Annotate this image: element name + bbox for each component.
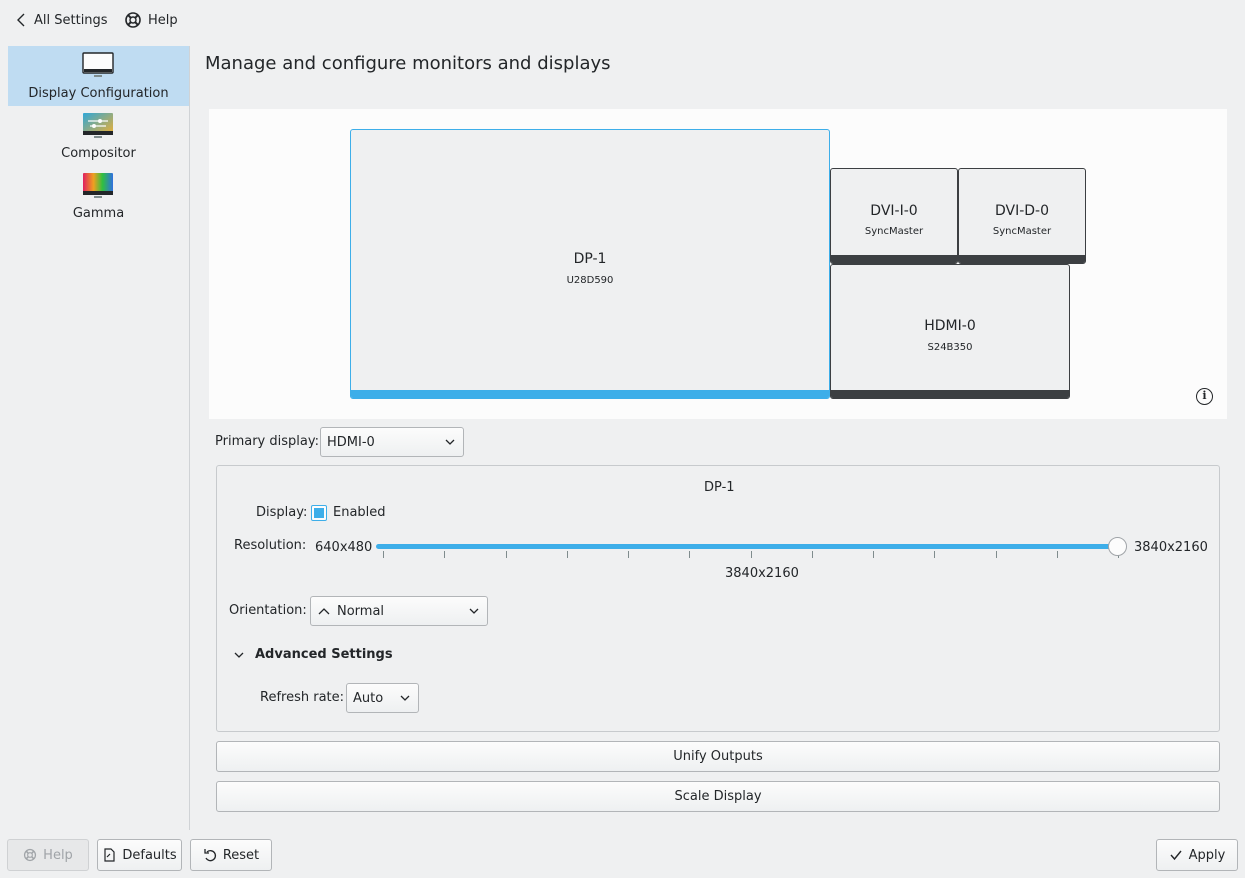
output-model: SyncMaster xyxy=(864,226,924,237)
info-icon[interactable]: i xyxy=(1196,388,1213,405)
output-model: SyncMaster xyxy=(992,226,1052,237)
help-top-label: Help xyxy=(148,12,178,28)
resolution-label: Resolution: xyxy=(234,538,307,553)
output-dvi-d-0[interactable]: DVI-D-0 SyncMaster xyxy=(958,168,1086,264)
reset-button-label: Reset xyxy=(222,847,260,863)
slider-tick xyxy=(566,551,568,558)
slider-tick xyxy=(628,551,629,558)
lifebuoy-icon xyxy=(24,848,37,862)
output-dvi-i-0[interactable]: DVI-I-0 SyncMaster xyxy=(830,168,958,264)
enabled-label[interactable]: Enabled xyxy=(333,505,386,520)
refresh-rate-value: Auto xyxy=(353,690,384,706)
output-bar xyxy=(351,390,829,398)
slider-tick xyxy=(383,551,384,558)
output-name: DP-1 xyxy=(573,251,607,267)
sidebar-item-gamma[interactable]: Gamma xyxy=(8,166,189,226)
chevron-down-icon xyxy=(469,608,479,614)
sidebar-item-compositor[interactable]: Compositor xyxy=(8,106,189,166)
sidebar-item-label: Compositor xyxy=(61,146,136,161)
slider-tick xyxy=(444,551,446,558)
output-name: DVI-I-0 xyxy=(870,203,918,219)
output-name: DVI-D-0 xyxy=(994,203,1050,219)
slider-tick xyxy=(934,551,936,558)
help-top-button[interactable]: Help xyxy=(124,8,178,32)
output-settings-title: DP-1 xyxy=(704,480,735,495)
slider-tick xyxy=(689,551,691,558)
output-dp-1[interactable]: DP-1 U28D590 xyxy=(350,129,830,399)
orientation-label: Orientation: xyxy=(229,603,307,618)
slider-tick xyxy=(505,551,507,558)
slider-tick xyxy=(1056,551,1058,558)
output-model: U28D590 xyxy=(566,275,614,286)
refresh-rate-label: Refresh rate: xyxy=(260,690,345,705)
slider-tick xyxy=(995,551,997,558)
checkbox-fill xyxy=(314,508,324,518)
enabled-checkbox[interactable] xyxy=(311,505,327,521)
compositor-icon xyxy=(83,113,113,138)
rotate-up-icon xyxy=(318,608,330,615)
checkmark-icon xyxy=(1170,850,1182,861)
undo-icon xyxy=(204,849,216,862)
document-revert-icon xyxy=(104,848,115,862)
output-bar xyxy=(959,255,1085,263)
display-label: Display: xyxy=(256,505,308,520)
help-button[interactable]: Help xyxy=(7,839,89,871)
refresh-rate-combo[interactable]: Auto xyxy=(346,683,419,713)
primary-display-combo[interactable]: HDMI-0 xyxy=(320,427,464,457)
output-bar xyxy=(831,255,957,263)
page-title: Manage and configure monitors and displa… xyxy=(205,53,611,74)
advanced-settings-toggle[interactable]: Advanced Settings xyxy=(255,647,393,662)
lifebuoy-icon xyxy=(125,12,141,28)
output-bar xyxy=(831,390,1069,398)
output-model: S24B350 xyxy=(927,342,973,353)
slider-tick xyxy=(811,551,813,558)
defaults-button[interactable]: Defaults xyxy=(97,839,182,871)
all-settings-label: All Settings xyxy=(34,12,108,28)
sidebar-item-label: Display Configuration xyxy=(28,86,169,101)
sidebar-item-display-configuration[interactable]: Display Configuration xyxy=(8,46,189,106)
chevron-expanded-icon[interactable] xyxy=(233,650,245,660)
orientation-value: Normal xyxy=(337,603,385,619)
orientation-combo[interactable]: Normal xyxy=(310,596,488,626)
chevron-left-icon xyxy=(17,13,25,27)
resolution-min-label: 640x480 xyxy=(315,540,373,555)
resolution-slider-track[interactable] xyxy=(376,544,1119,549)
chevron-down-icon xyxy=(400,695,410,701)
resolution-max-label: 3840x2160 xyxy=(1134,540,1208,555)
unify-outputs-button[interactable]: Unify Outputs xyxy=(216,741,1220,772)
resolution-slider-handle[interactable] xyxy=(1108,537,1127,556)
sidebar: Display Configuration Compositor Gamma xyxy=(8,46,190,830)
help-button-label: Help xyxy=(43,847,73,863)
resolution-current-label: 3840x2160 xyxy=(725,566,799,581)
output-hdmi-0[interactable]: HDMI-0 S24B350 xyxy=(830,264,1070,399)
all-settings-button[interactable]: All Settings xyxy=(14,8,108,32)
slider-tick xyxy=(750,551,752,558)
chevron-down-icon xyxy=(445,439,455,445)
primary-display-value: HDMI-0 xyxy=(327,434,375,450)
apply-button[interactable]: Apply xyxy=(1156,839,1238,871)
slider-tick xyxy=(873,551,874,558)
monitor-icon xyxy=(82,52,114,77)
scale-display-button[interactable]: Scale Display xyxy=(216,781,1220,812)
output-layout-canvas[interactable]: DP-1 U28D590 DVI-I-0 SyncMaster DVI-D-0 … xyxy=(209,109,1227,419)
reset-button[interactable]: Reset xyxy=(190,839,272,871)
sidebar-item-label: Gamma xyxy=(72,206,125,221)
primary-display-label: Primary display: xyxy=(215,434,319,449)
apply-button-label: Apply xyxy=(1188,847,1226,863)
output-name: HDMI-0 xyxy=(924,318,976,334)
defaults-button-label: Defaults xyxy=(122,847,177,863)
gamma-icon xyxy=(83,173,113,198)
